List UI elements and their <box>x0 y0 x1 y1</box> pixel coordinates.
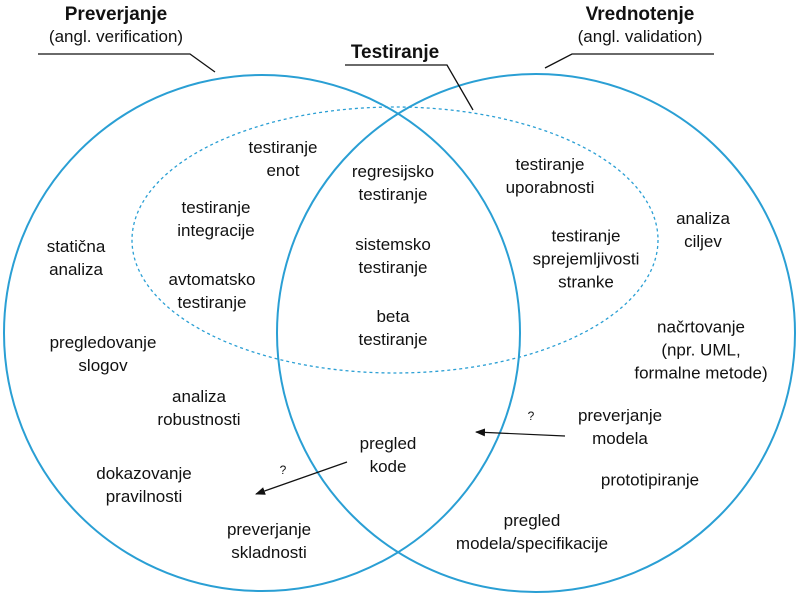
usability-testing-label: testiranje uporabnosti <box>505 155 595 197</box>
arrow-to-validation <box>475 428 566 437</box>
correctness-proof-label: dokazovanje pravilnosti <box>96 464 192 506</box>
verification-subtitle: (angl. verification) <box>48 27 184 46</box>
validation-subtitle: (angl. validation) <box>577 27 703 46</box>
unit-testing-label: testiranje enot <box>248 138 318 180</box>
style-review-label: pregledovanje slogov <box>49 333 157 375</box>
arrow-question-mark: ? <box>279 463 287 477</box>
beta-testing-label: beta testiranje <box>358 307 428 349</box>
regression-testing-label: regresijsko testiranje <box>351 162 435 204</box>
design-label: načrtovanje (npr. UML, formalne metode) <box>634 317 768 383</box>
testing-title-text: Testiranje <box>350 42 440 63</box>
model-spec-review-label: pregled modela/specifikacije <box>455 511 609 553</box>
verification-title-text: Preverjanje <box>64 4 168 25</box>
conformance-check-label: preverjanje skladnosti <box>226 520 312 562</box>
integration-testing-label: testiranje integracije <box>177 198 255 240</box>
verification-circle <box>3 74 521 592</box>
code-review-label: pregled kode <box>359 434 417 476</box>
verification-leader-line <box>38 53 216 73</box>
testing-ellipse <box>131 106 659 374</box>
acceptance-testing-label: testiranje sprejemljivosti stranke <box>532 226 640 292</box>
static-analysis-label: statična analiza <box>46 237 106 279</box>
arrow-question-mark: ? <box>527 409 535 423</box>
verification-title: Preverjanje (angl. verification) <box>49 4 183 48</box>
goal-analysis-label: analiza ciljev <box>676 209 730 251</box>
robustness-analysis-label: analiza robustnosti <box>157 387 241 429</box>
validation-leader-line <box>544 53 714 69</box>
validation-circle <box>276 73 796 593</box>
model-checking-label: preverjanje modela <box>577 406 663 448</box>
validation-title: Vrednotenje (angl. validation) <box>578 4 703 48</box>
system-testing-label: sistemsko testiranje <box>355 235 431 277</box>
testing-title: Testiranje <box>351 42 439 64</box>
automated-testing-label: avtomatsko testiranje <box>168 270 256 312</box>
testing-leader-line <box>345 64 474 111</box>
arrow-to-verification <box>255 461 348 495</box>
prototyping-label: prototipiranje <box>600 470 700 490</box>
validation-title-text: Vrednotenje <box>585 4 695 25</box>
